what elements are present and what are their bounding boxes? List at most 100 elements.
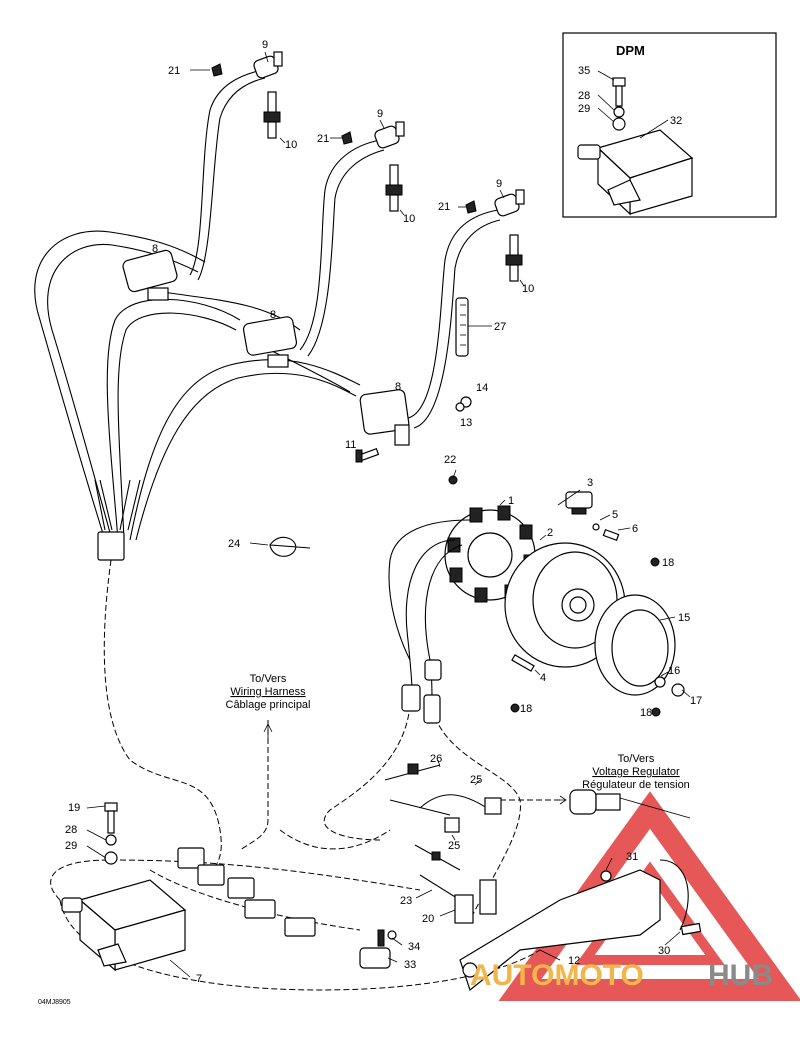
wire-clip-3 [465, 200, 477, 214]
callout-2: 2 [547, 527, 553, 539]
callout-26: 26 [430, 753, 442, 765]
watermark-text-automoto: AUTOMOTO [470, 959, 644, 992]
ignition-coil-1 [122, 249, 178, 301]
watermark-text-hub: HUB [708, 959, 773, 992]
spark-plug-3 [505, 234, 523, 282]
lock-washer-5 [592, 523, 600, 531]
flywheel-cover [594, 594, 676, 696]
callout-17: 17 [690, 695, 702, 707]
callout-33: 33 [404, 959, 416, 971]
callout-35: 35 [578, 65, 590, 77]
ignition-coil-3 [359, 389, 410, 446]
trigger-coil [565, 491, 593, 515]
connector-a [177, 847, 205, 869]
callout-18c: 18 [640, 707, 652, 719]
callout-4: 4 [540, 672, 546, 684]
callout-5: 5 [612, 509, 618, 521]
callout-11: 11 [345, 439, 356, 451]
dpm-title: DPM [616, 43, 645, 58]
washer-16 [654, 676, 666, 688]
callout-34: 34 [408, 941, 420, 953]
loctite-18c [651, 707, 661, 717]
callout-25a: 25 [470, 774, 482, 786]
callout-30: 30 [658, 945, 670, 957]
callout-15: 15 [678, 612, 690, 624]
screw-31 [600, 870, 612, 882]
callout-29b: 29 [578, 103, 590, 115]
stator-harness [405, 539, 456, 691]
callout-19: 19 [68, 802, 80, 814]
callout-27: 27 [494, 321, 506, 333]
connector-d [244, 899, 276, 919]
dpm-module [577, 129, 694, 216]
voltage-regulator-line-2: Voltage Regulator [592, 766, 680, 778]
voltage-regulator-label: To/Vers Voltage Regulator Régulateur de … [582, 753, 690, 791]
voltage-regulator-line-1: To/Vers [618, 753, 655, 765]
screw-30 [680, 922, 702, 936]
callout-22: 22 [444, 454, 456, 466]
protective-tube [455, 297, 469, 357]
harness-connector [97, 531, 125, 561]
callout-23: 23 [400, 895, 412, 907]
cable-tie [269, 536, 311, 557]
voltage-regulator-line-3: Régulateur de tension [582, 779, 690, 791]
callout-10c: 10 [522, 283, 534, 295]
ignition-module [61, 879, 187, 972]
stud-4 [511, 654, 535, 672]
callout-21b: 21 [317, 133, 329, 145]
grommet-22 [448, 475, 458, 485]
terminal-26 [384, 763, 441, 781]
wiring-harness-label: To/Vers Wiring Harness Câblage principal [226, 673, 311, 711]
callout-10b: 10 [403, 213, 415, 225]
callout-28a: 28 [65, 824, 77, 836]
callout-21c: 21 [438, 201, 450, 213]
callout-7: 7 [196, 973, 202, 985]
spark-plug-cap-3 [494, 189, 525, 217]
module-bolt [104, 802, 118, 865]
arrow-to-wiring-harness [263, 723, 273, 740]
spark-plug-cap-2 [374, 121, 405, 149]
wiring-harness-line-2: Wiring Harness [230, 686, 306, 698]
callout-14: 14 [476, 382, 488, 394]
terminal-25 [389, 794, 502, 833]
watermark-text: AUTOMOTO HUB [470, 959, 773, 992]
callout-9a: 9 [262, 39, 268, 51]
callout-13: 13 [460, 417, 472, 429]
callout-32: 32 [670, 115, 682, 127]
callout-24: 24 [228, 538, 240, 550]
loctite-18b [510, 703, 520, 713]
wire-clip-2 [341, 131, 353, 145]
fuse-holder [359, 929, 397, 969]
callout-numbers: 9 21 10 9 21 10 9 21 10 8 8 8 27 14 13 1… [65, 39, 702, 985]
stator-connector-2 [423, 694, 441, 724]
callout-29a: 29 [65, 840, 77, 852]
callout-9b: 9 [377, 108, 383, 120]
spark-plug-2 [385, 164, 403, 212]
callout-28b: 28 [578, 90, 590, 102]
callout-20: 20 [422, 913, 434, 925]
callout-16: 16 [668, 665, 680, 677]
callout-8a: 8 [152, 243, 158, 255]
spark-plug-cap-1 [253, 51, 283, 79]
callout-12: 12 [568, 955, 580, 967]
callout-31: 31 [626, 851, 638, 863]
dpm-bolt [612, 77, 626, 131]
stator-connector-3 [424, 659, 442, 681]
connector-c [227, 877, 255, 899]
ignition-coil-2 [242, 316, 298, 368]
wiring-harness-line-1: To/Vers [250, 673, 287, 685]
arrow-to-voltage-regulator [555, 795, 567, 805]
mounting-plate [459, 869, 661, 992]
wiring-harness-line-3: Câblage principal [226, 699, 311, 711]
callout-8c: 8 [395, 381, 401, 393]
leader-lines [86, 51, 691, 978]
callout-18b: 18 [520, 703, 532, 715]
high-tension-wires [34, 69, 501, 541]
callout-6: 6 [632, 523, 638, 535]
connector-e [284, 917, 316, 937]
dpm-inset-frame [562, 32, 777, 218]
callout-3: 3 [587, 477, 593, 489]
callout-18a: 18 [662, 557, 674, 569]
callout-9c: 9 [496, 178, 502, 190]
